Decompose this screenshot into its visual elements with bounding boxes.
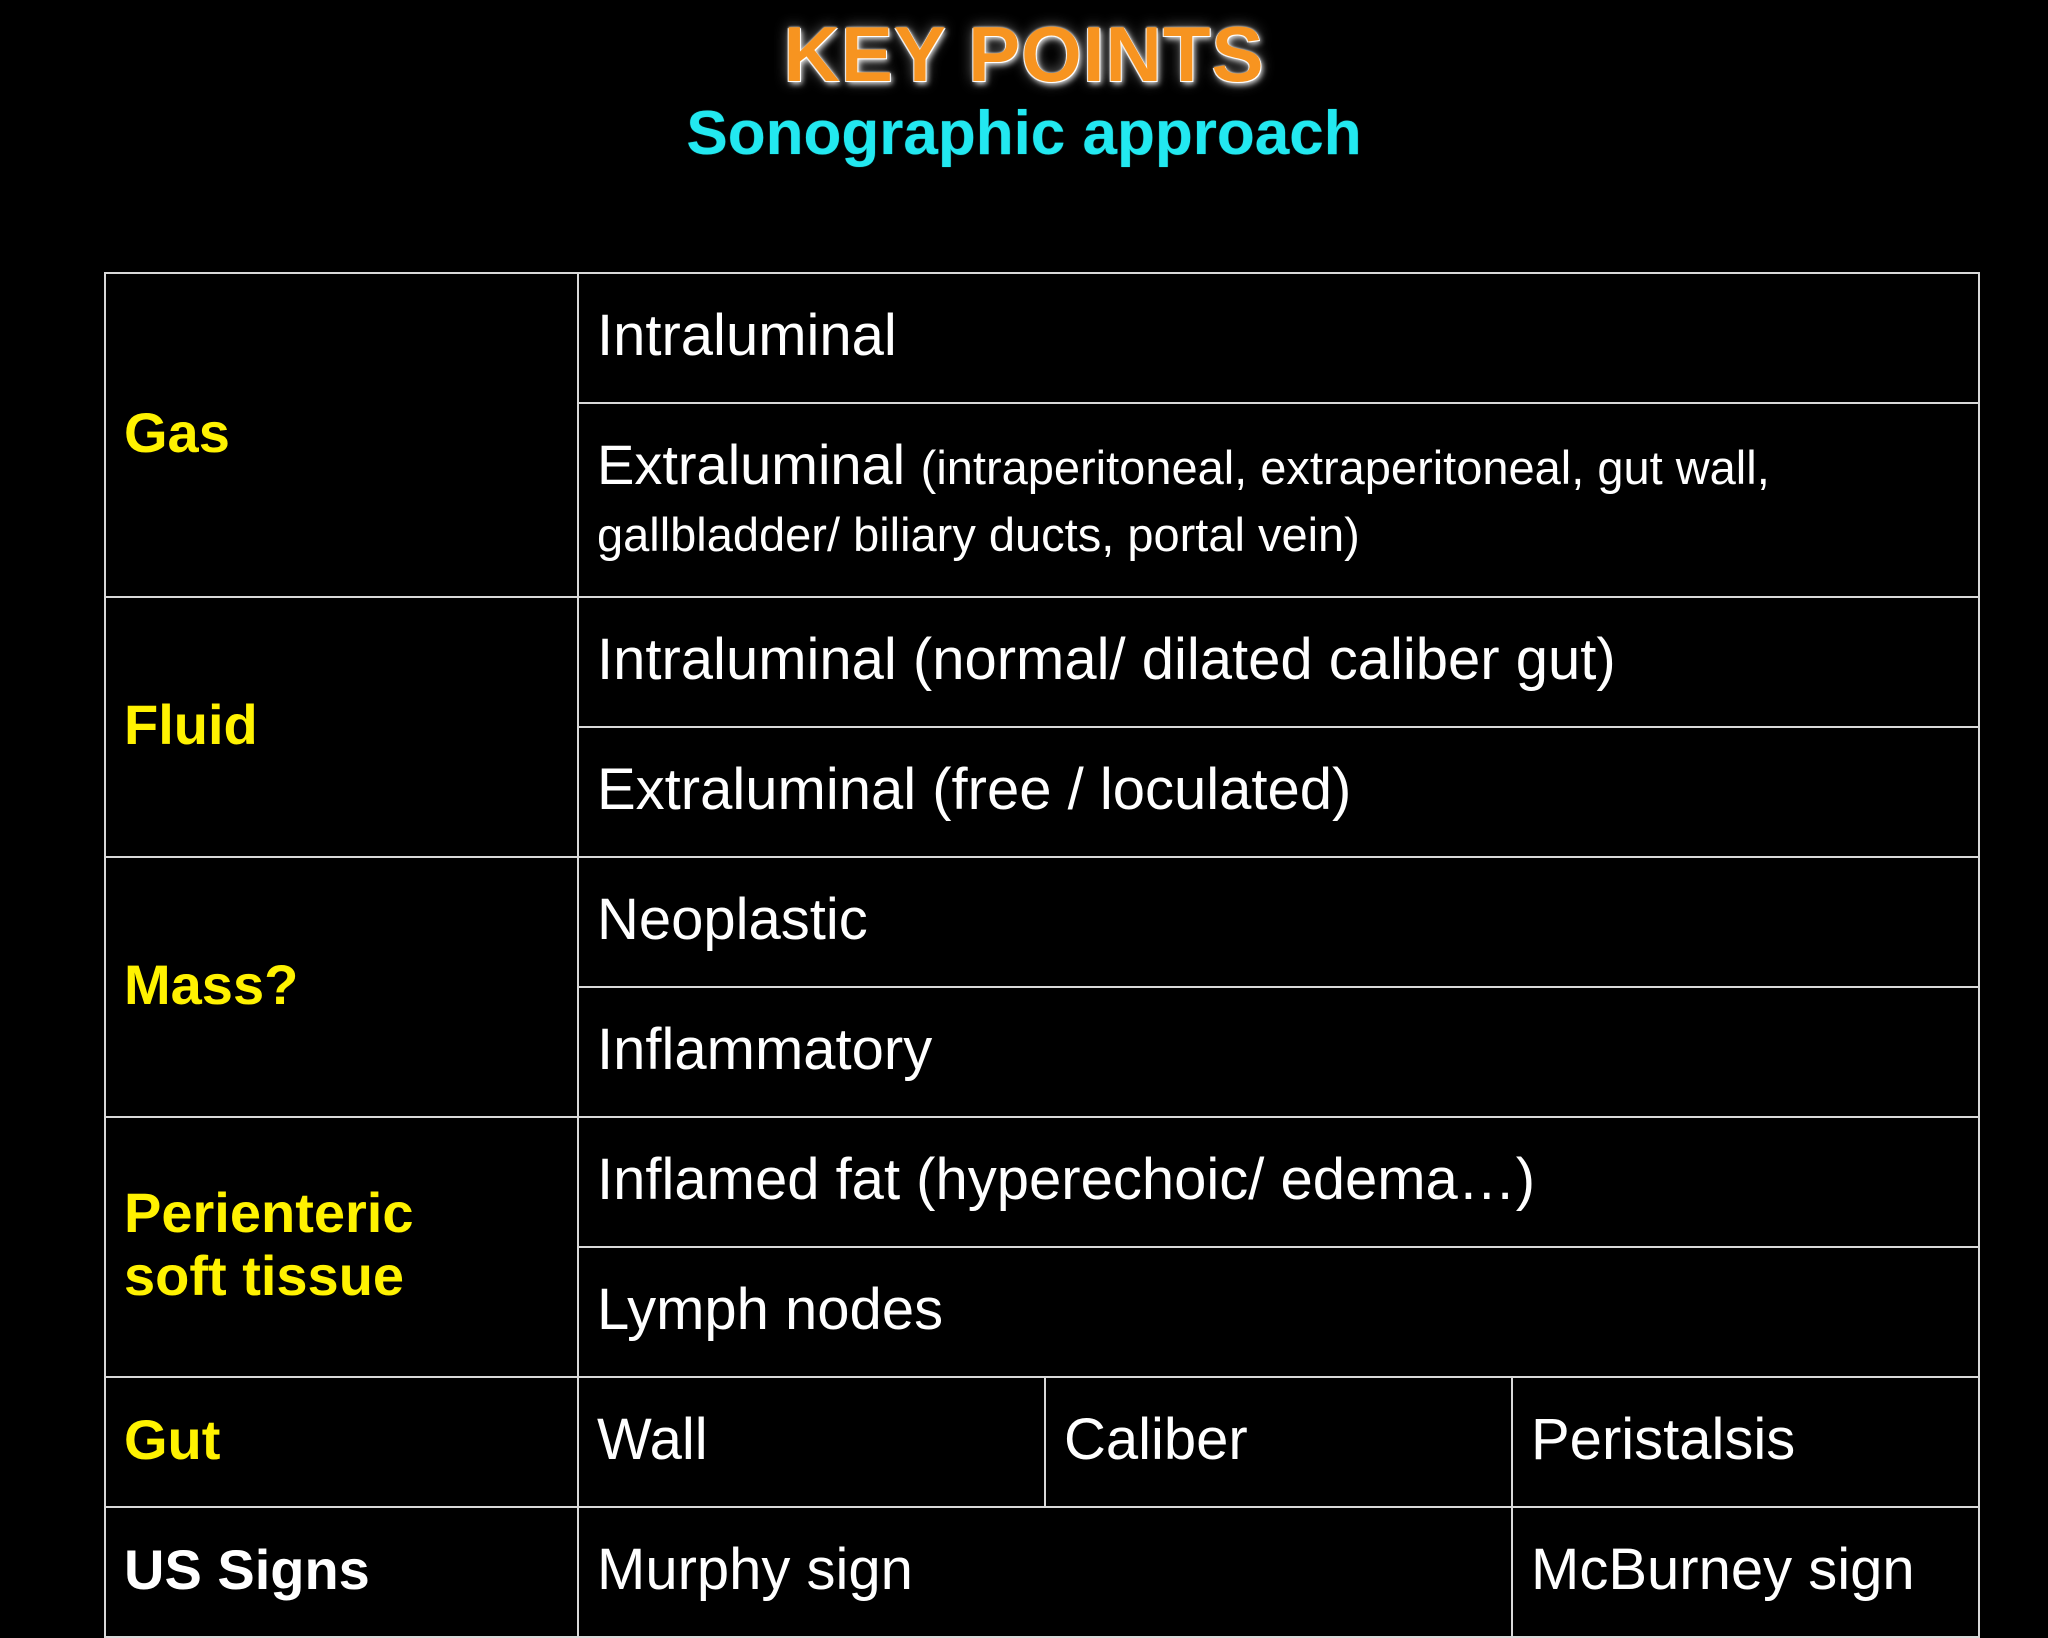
table-row: Gut Wall Caliber Peristalsis [104,1376,1980,1508]
table-row: Fluid Intraluminal (normal/ dilated cali… [104,596,1980,858]
row-label-us-signs: US Signs [104,1506,579,1638]
cell-gas-intraluminal: Intraluminal [577,272,1980,404]
row-label-perienteric-line2: soft tissue [124,1244,405,1307]
cell-gas-extraluminal: Extraluminal (intraperitoneal, extraperi… [577,402,1980,598]
page-title: KEY POINTS [783,10,1265,98]
table-row: Gas Intraluminal [104,272,1980,598]
row-label-gas: Gas [104,272,579,598]
cell-mass-inflammatory: Inflammatory [577,986,1980,1118]
table-row: Extraluminal (free / loculated) [105,726,1980,858]
page-subtitle: Sonographic approach [686,99,1362,169]
row-label-fluid: Fluid [104,596,579,858]
cell-fluid-extraluminal: Extraluminal (free / loculated) [577,726,1980,858]
cell-gas-extraluminal-main: Extraluminal [597,432,921,496]
cell-us-murphy-sign: Murphy sign [577,1506,1513,1638]
cell-gut-wall: Wall [577,1376,1046,1508]
table-row: Lymph nodes [105,1246,1980,1378]
table-row: Mass? Neoplastic [104,856,1980,1118]
slide-root: KEY POINTS Sonographic approach Gas Intr… [0,10,2048,1638]
cell-perienteric-lymph-nodes: Lymph nodes [577,1246,1980,1378]
cell-fluid-intraluminal: Intraluminal (normal/ dilated caliber gu… [577,596,1980,728]
title-block: KEY POINTS Sonographic approach [0,10,2048,169]
cell-gut-caliber: Caliber [1044,1376,1513,1508]
cell-gas-extraluminal-paren: (intraperitoneal, extraperitoneal, gut w… [597,440,1770,561]
cell-mass-neoplastic: Neoplastic [577,856,1980,988]
cell-perienteric-inflamed-fat: Inflamed fat (hyperechoic/ edema…) [577,1116,1980,1248]
table-row: Extraluminal (intraperitoneal, extraperi… [105,402,1980,598]
row-label-gut: Gut [104,1376,579,1508]
row-label-perienteric-line1: Perienteric [124,1181,414,1245]
row-label-mass: Mass? [104,856,579,1118]
table-row: US Signs Murphy sign McBurney sign [104,1506,1980,1638]
cell-us-mcburney-sign: McBurney sign [1511,1506,1980,1638]
keypoints-table: Gas Intraluminal Extraluminal (intraperi… [104,272,1980,1638]
keypoints-table-wrapper: Gas Intraluminal Extraluminal (intraperi… [104,272,1980,1638]
table-row: Inflammatory [105,986,1980,1118]
cell-gut-peristalsis: Peristalsis [1511,1376,1980,1508]
